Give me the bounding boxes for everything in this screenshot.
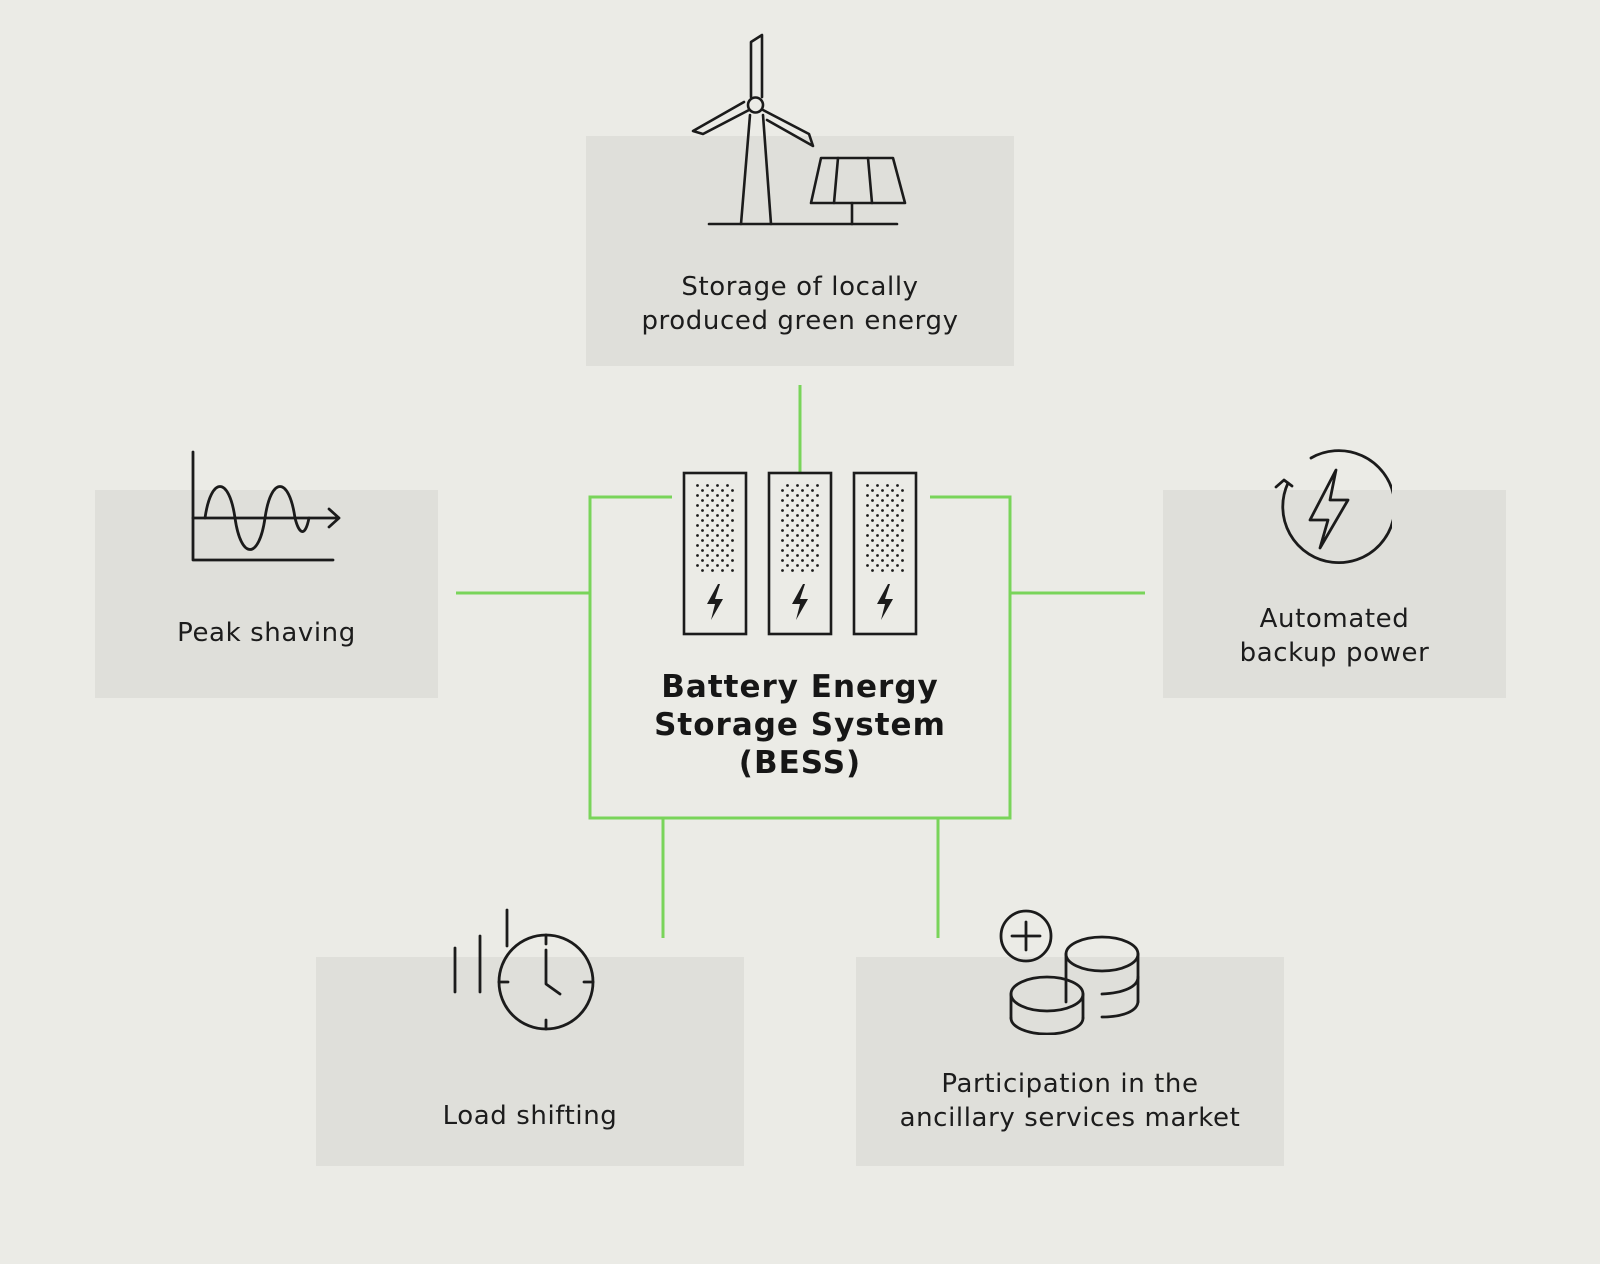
battery-rack-icon <box>682 471 918 636</box>
node-green-energy-label: Storage of locally produced green energy <box>641 272 959 336</box>
node-peak-shaving-label: Peak shaving <box>177 618 356 648</box>
bess-title: Battery Energy Storage System (BESS) <box>654 669 946 781</box>
node-ancillary-market-label: Participation in the ancillary services … <box>899 1069 1241 1133</box>
clock-motion-icon <box>453 908 595 1031</box>
wave-chart-icon <box>191 450 341 562</box>
battery-cell <box>682 471 748 636</box>
node-ancillary-market: Participation in the ancillary services … <box>856 957 1284 1166</box>
node-backup-power: Automated backup power <box>1163 490 1506 698</box>
node-green-energy: Storage of locally produced green energy <box>586 136 1014 366</box>
coins-plus-icon <box>999 909 1140 1035</box>
node-load-shifting-label: Load shifting <box>442 1101 618 1131</box>
node-peak-shaving: Peak shaving <box>95 490 438 698</box>
battery-cell <box>852 471 918 636</box>
node-backup-power-label: Automated backup power <box>1239 604 1430 668</box>
battery-cell <box>767 471 833 636</box>
wind-turbine-solar-panel-icon <box>691 33 907 226</box>
center-frame-line <box>588 495 1012 820</box>
node-load-shifting: Load shifting <box>316 957 744 1166</box>
refresh-lightning-icon <box>1274 449 1392 565</box>
